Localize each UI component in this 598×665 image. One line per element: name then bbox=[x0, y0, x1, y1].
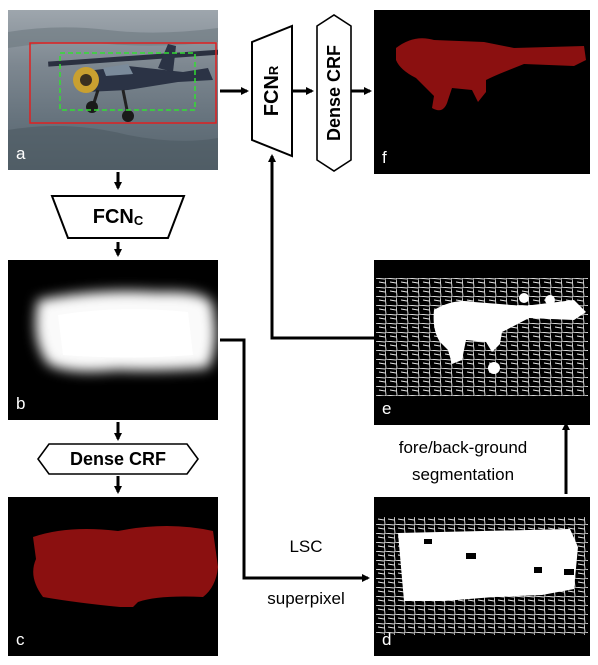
panel-label-d: d bbox=[382, 630, 392, 649]
fcn-c-sub: C bbox=[133, 212, 144, 228]
panel-f-final-mask: f bbox=[374, 10, 590, 174]
panel-label-b: b bbox=[16, 394, 26, 413]
dense-crf-left-label: Dense CRF bbox=[69, 449, 167, 469]
dense-crf-top-label: Dense CRF bbox=[324, 44, 344, 142]
panel-label-f: f bbox=[382, 148, 387, 167]
dense-crf-left-node: Dense CRF bbox=[37, 443, 199, 475]
red-bounding-box bbox=[29, 42, 217, 124]
lsc-caption-line1: LSC bbox=[289, 537, 323, 556]
fcn-c-main: FCN bbox=[92, 205, 134, 228]
panel-e-refined-superpixels: e bbox=[374, 260, 590, 425]
panel-b-heatmap: b bbox=[8, 260, 218, 420]
superpixel-caption: superpixel bbox=[246, 588, 366, 609]
panel-label-a: a bbox=[16, 144, 26, 163]
airplane-illustration bbox=[48, 44, 218, 122]
panel-a-input-image: a bbox=[8, 10, 218, 170]
panel-d-lsc-superpixels: d bbox=[374, 497, 590, 656]
dense-crf-top-node: Dense CRF bbox=[316, 14, 352, 172]
seg-caption-line2: segmentation bbox=[411, 465, 515, 484]
fcn-r-sub: R bbox=[266, 65, 281, 76]
panel-label-c: c bbox=[16, 630, 25, 649]
fcn-r-main: FCN bbox=[261, 75, 283, 117]
panel-label-e: e bbox=[382, 399, 392, 418]
lsc-caption-line2: superpixel bbox=[267, 589, 345, 608]
panel-c-crf-mask: c bbox=[8, 497, 218, 656]
segmentation-caption: fore/back-ground segmentation bbox=[368, 437, 558, 485]
fcn-r-node: FCNR bbox=[250, 24, 294, 158]
seg-caption-line1: fore/back-ground bbox=[398, 438, 528, 457]
red-mask-shape bbox=[33, 526, 218, 607]
green-dashed-box bbox=[59, 52, 196, 111]
lsc-caption: LSC bbox=[246, 536, 366, 557]
